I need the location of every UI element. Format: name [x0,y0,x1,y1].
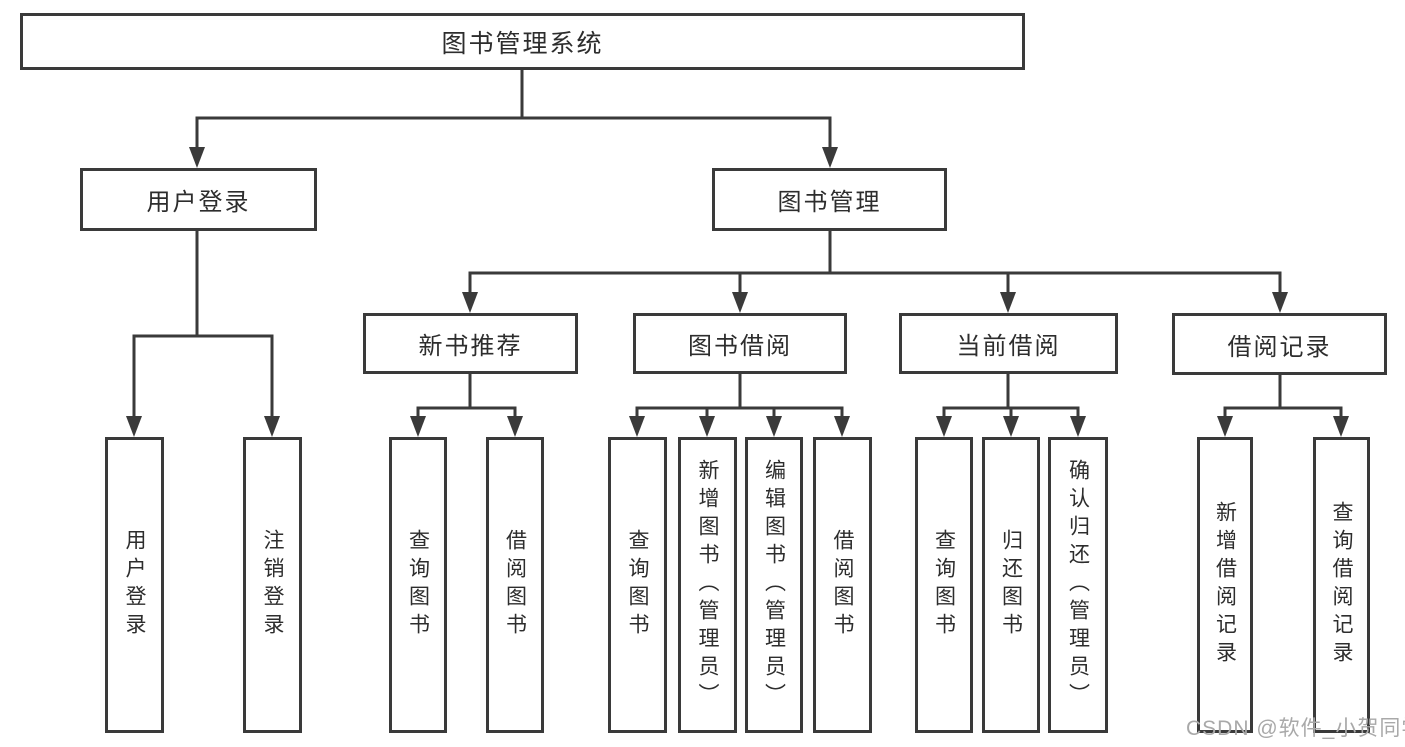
leaf-logout: 注销登录 [243,437,302,733]
node-current-borrowing-label: 当前借阅 [956,333,1061,360]
node-new-book-recommend: 新书推荐 [363,313,578,374]
leaf-add-books-admin: 新增图书（管理员） [678,437,737,733]
leaf-query-books-borrowing: 查询图书 [608,437,667,733]
connector-user-login-to-leaves [126,231,280,437]
leaf-query-books-recommend-label: 查询图书 [406,529,430,641]
leaf-confirm-return-admin: 确认归还（管理员） [1048,437,1108,733]
leaf-add-books-admin-label: 新增图书（管理员） [696,459,719,711]
leaf-borrow-books-recommend-label: 借阅图书 [503,529,527,641]
node-book-management: 图书管理 [712,168,947,231]
leaf-query-books-recommend: 查询图书 [389,437,447,733]
node-book-borrowing-label: 图书借阅 [688,333,792,360]
leaf-return-books: 归还图书 [982,437,1040,733]
node-borrowing-records-label: 借阅记录 [1227,333,1332,361]
connector-root-to-level2 [189,70,838,168]
connector-current-borrowing-to-leaves [936,374,1086,437]
connector-new-book-recommend-to-leaves [410,374,523,437]
node-root: 图书管理系统 [20,13,1025,70]
node-new-book-recommend-label: 新书推荐 [418,333,523,360]
node-user-login-label: 用户登录 [146,189,251,216]
leaf-query-books-current-label: 查询图书 [932,529,956,641]
leaf-query-books-borrowing-label: 查询图书 [626,529,649,641]
node-user-login: 用户登录 [80,168,317,231]
leaf-query-books-current: 查询图书 [915,437,973,733]
leaf-borrow-books-recommend: 借阅图书 [486,437,544,733]
node-current-borrowing: 当前借阅 [899,313,1118,374]
leaf-borrow-books-borrowing-label: 借阅图书 [831,529,854,641]
leaf-edit-books-admin: 编辑图书（管理员） [745,437,803,733]
leaf-borrow-books-borrowing: 借阅图书 [813,437,872,733]
leaf-query-borrow-record-label: 查询借阅记录 [1330,501,1353,669]
connector-borrowing-records-to-leaves [1217,374,1349,437]
leaf-query-borrow-record: 查询借阅记录 [1313,437,1370,733]
leaf-logout-label: 注销登录 [261,529,284,641]
connector-book-management-to-level3 [462,231,1288,313]
leaf-add-borrow-record: 新增借阅记录 [1197,437,1253,733]
connector-book-borrowing-to-leaves [629,374,850,437]
leaf-confirm-return-admin-label: 确认归还（管理员） [1066,459,1090,711]
node-book-management-label: 图书管理 [777,189,882,216]
leaf-user-login-label: 用户登录 [123,529,146,641]
node-borrowing-records: 借阅记录 [1172,313,1387,375]
leaf-user-login: 用户登录 [105,437,164,733]
watermark-text: CSDN @软件_小贺同学 [1186,717,1405,740]
leaf-edit-books-admin-label: 编辑图书（管理员） [762,459,786,711]
node-book-borrowing: 图书借阅 [633,313,847,374]
node-root-label: 图书管理系统 [441,29,604,58]
leaf-return-books-label: 归还图书 [999,529,1023,641]
leaf-add-borrow-record-label: 新增借阅记录 [1213,501,1237,669]
